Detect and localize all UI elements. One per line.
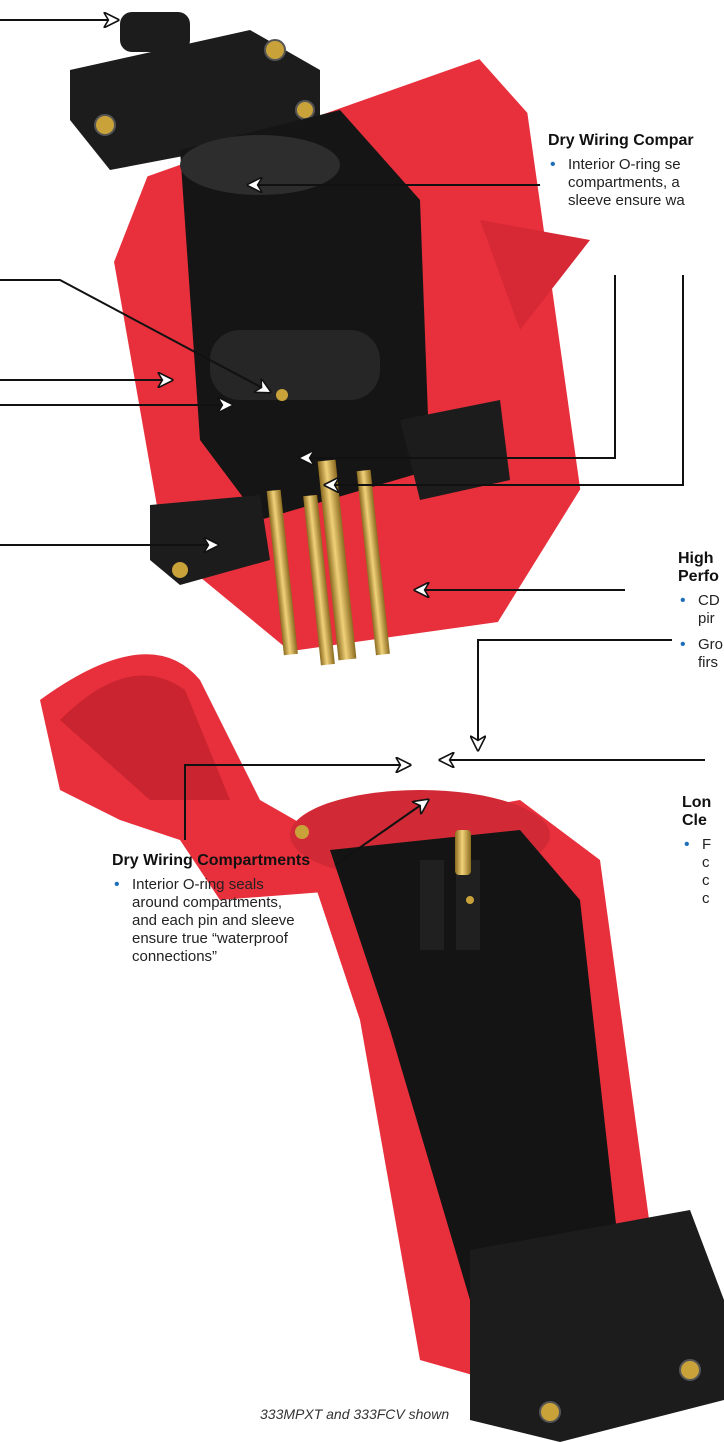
bullet-dot-icon: • bbox=[680, 636, 686, 653]
upper-plug bbox=[70, 12, 590, 666]
callout-dry-wiring-bottom: Dry Wiring Compartments •Interior O-ring… bbox=[112, 852, 342, 974]
bullet-dot-icon: • bbox=[680, 592, 686, 609]
callout-high-performance: High Perfo •CD pir •Gro firs bbox=[678, 550, 724, 680]
callout-bullet: •Gro firs bbox=[680, 636, 724, 671]
bullet-dot-icon: • bbox=[550, 156, 556, 173]
callout-title: Dry Wiring Compar bbox=[548, 132, 694, 149]
image-caption: 333MPXT and 333FCV shown bbox=[260, 1406, 450, 1422]
callout-bullet: •F c c c bbox=[684, 836, 712, 907]
callout-bullet: •Interior O-ring seals around compartmen… bbox=[114, 876, 295, 965]
callout-long-clearance: Lon Cle •F c c c bbox=[682, 794, 724, 916]
callout-title: High Perfo bbox=[678, 550, 719, 585]
callout-bullet: •CD pir bbox=[680, 592, 720, 627]
callout-bullet: •Interior O-ring se compartments, a slee… bbox=[550, 156, 685, 209]
callout-title: Lon Cle bbox=[682, 794, 712, 829]
bullet-dot-icon: • bbox=[114, 876, 120, 893]
contact-pins bbox=[266, 459, 390, 666]
callout-title: Dry Wiring Compartments bbox=[112, 852, 311, 869]
leader-lines bbox=[0, 20, 705, 866]
lower-receptacle bbox=[40, 654, 724, 1442]
callout-dry-wiring-top: Dry Wiring Compar •Interior O-ring se co… bbox=[548, 132, 724, 218]
bullet-dot-icon: • bbox=[684, 836, 690, 853]
